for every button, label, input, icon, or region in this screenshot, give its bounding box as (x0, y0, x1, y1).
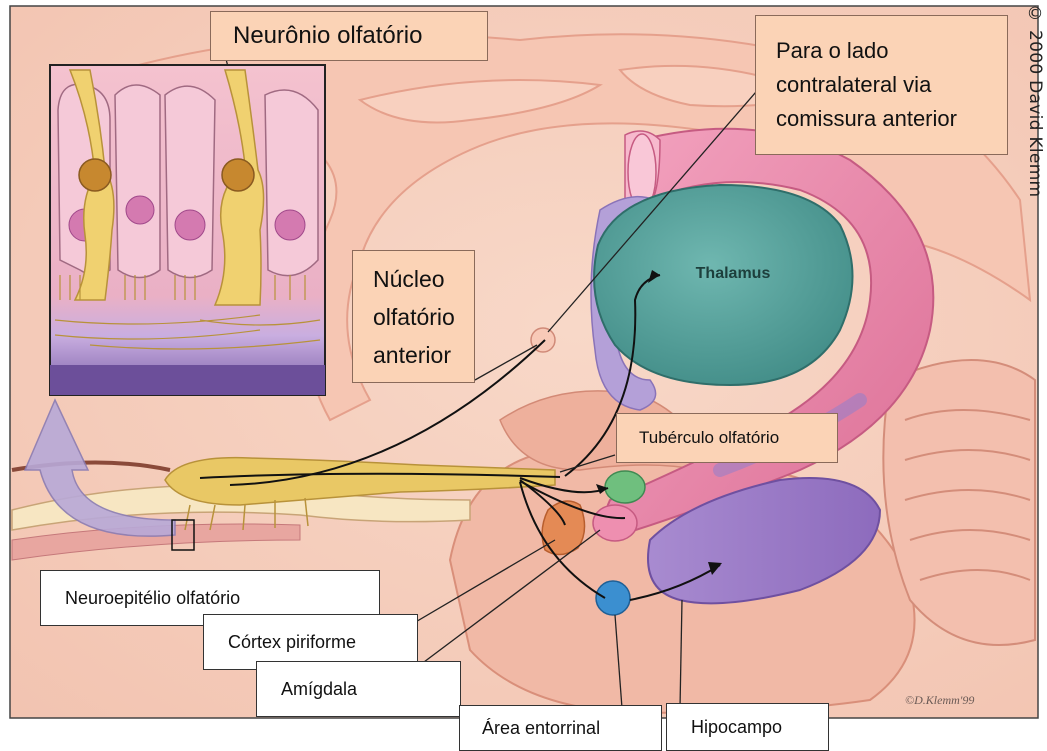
olfactory-tubercle-structure (605, 471, 645, 503)
label-contralateral-line-2: contralateral via (776, 68, 931, 102)
label-contralateral-line-1: Para o lado (776, 34, 889, 68)
label-entorhinal-area: Área entorrinal (459, 705, 662, 751)
label-piriform-cortex-text: Córtex piriforme (228, 632, 356, 653)
label-neuroepithelium-text: Neuroepitélio olfatório (65, 588, 240, 609)
label-anterior-nucleus-line-3: anterior (373, 336, 451, 374)
label-amygdala-text: Amígdala (281, 679, 357, 700)
label-olfactory-tubercle-text: Tubérculo olfatório (639, 428, 779, 448)
label-entorhinal-area-text: Área entorrinal (482, 718, 600, 739)
label-olfactory-tubercle: Tubérculo olfatório (616, 413, 838, 463)
copyright-text: © 2000 David Klemm (1025, 4, 1045, 197)
label-contralateral-line-3: comissura anterior (776, 102, 957, 136)
artist-signature: ©D.Klemm'99 (905, 693, 974, 708)
amygdala-structure (593, 505, 637, 541)
label-olfactory-neuron-text: Neurônio olfatório (233, 22, 422, 50)
thalamus-text: Thalamus (696, 265, 771, 282)
label-hippocampus: Hipocampo (666, 703, 829, 751)
label-anterior-nucleus-line-2: olfatório (373, 298, 455, 336)
label-olfactory-neuron: Neurônio olfatório (210, 11, 488, 61)
label-amygdala: Amígdala (256, 661, 461, 717)
label-anterior-nucleus: Núcleo olfatório anterior (352, 250, 475, 383)
label-anterior-nucleus-line-1: Núcleo (373, 260, 445, 298)
neuron-inset (50, 65, 325, 395)
entorhinal-structure (596, 581, 630, 615)
label-contralateral: Para o lado contralateral via comissura … (755, 15, 1008, 155)
label-hippocampus-text: Hipocampo (691, 717, 782, 738)
anterior-nucleus-spot (531, 328, 555, 352)
